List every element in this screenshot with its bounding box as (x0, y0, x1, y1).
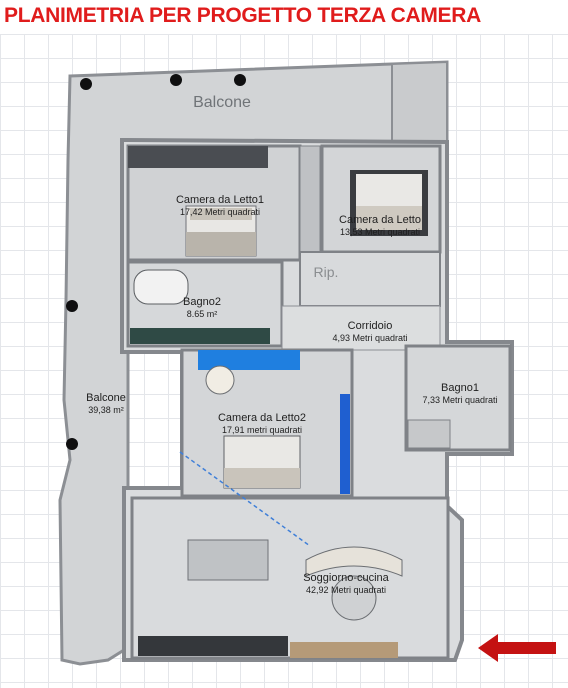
bed-icon-3 (223, 435, 301, 489)
room-rip (299, 251, 441, 307)
bagno1-area: 7,33 Metri quadrati (422, 394, 498, 405)
soggiorno-area: 42,92 Metri quadrati (305, 584, 387, 595)
table-icon (187, 539, 269, 581)
camera1-area: 17,42 Metri quadrati (179, 206, 261, 217)
vanity-bagno2 (130, 328, 270, 344)
kitchen-counter (138, 636, 288, 656)
label-balcone-top: Balcone (193, 94, 251, 111)
entrance-arrow-icon (478, 634, 556, 662)
camera-name: Camera da Letto (339, 214, 421, 226)
camera1-name: Camera da Letto1 (175, 194, 265, 206)
wardrobe-1 (299, 145, 321, 261)
bed-icon-1 (185, 205, 257, 257)
camera-area: 13,53 Metri quadrati (339, 226, 421, 237)
label-rip: Rip. (313, 264, 339, 280)
camera2-area: 17,91 metri quadrati (221, 424, 303, 435)
balcone-left-area: 39,38 m² (88, 404, 124, 415)
corridoio-name: Corridoio (347, 320, 393, 332)
label-bagno2: Bagno2 8.65 m² (183, 296, 221, 319)
room-corridoio (281, 305, 441, 351)
bathtub-icon (133, 269, 189, 305)
room-soggiorno (130, 496, 450, 660)
label-corridoio: Corridoio 4,93 Metri quadrati (332, 320, 407, 343)
bed-icon-2 (350, 170, 428, 236)
blue-strip-side (340, 394, 350, 494)
label-balcone-left: Balcone 39,38 m² (86, 392, 126, 415)
shower-icon (407, 419, 451, 449)
sofa-icon (305, 546, 403, 621)
label-camera: Camera da Letto 13,53 Metri quadrati (339, 214, 421, 237)
label-bagno1: Bagno1 7,33 Metri quadrati (422, 382, 497, 405)
corridoio-area: 4,93 Metri quadrati (332, 332, 408, 343)
column-icon (66, 74, 246, 450)
label-soggiorno: Soggiorno-cucina 42,92 Metri quadrati (303, 572, 389, 595)
wood-cabinet (290, 642, 398, 658)
soggiorno-name: Soggiorno-cucina (303, 572, 389, 584)
dashed-line (179, 451, 311, 547)
bagno2-area: 8.65 m² (186, 308, 218, 319)
balcony-corner (391, 60, 448, 143)
balcone-left-name: Balcone (86, 392, 126, 404)
bagno2-name: Bagno2 (183, 296, 221, 308)
blue-strip-top (198, 350, 300, 370)
bagno1-name: Bagno1 (441, 382, 479, 394)
headboard-wall (128, 146, 268, 168)
label-camera1: Camera da Letto1 17,42 Metri quadrati (176, 194, 264, 217)
page-title: PLANIMETRIA PER PROGETTO TERZA CAMERA (4, 4, 481, 27)
round-chair (205, 365, 235, 395)
label-camera2: Camera da Letto2 17,91 metri quadrati (218, 412, 306, 435)
camera2-name: Camera da Letto2 (217, 412, 307, 424)
